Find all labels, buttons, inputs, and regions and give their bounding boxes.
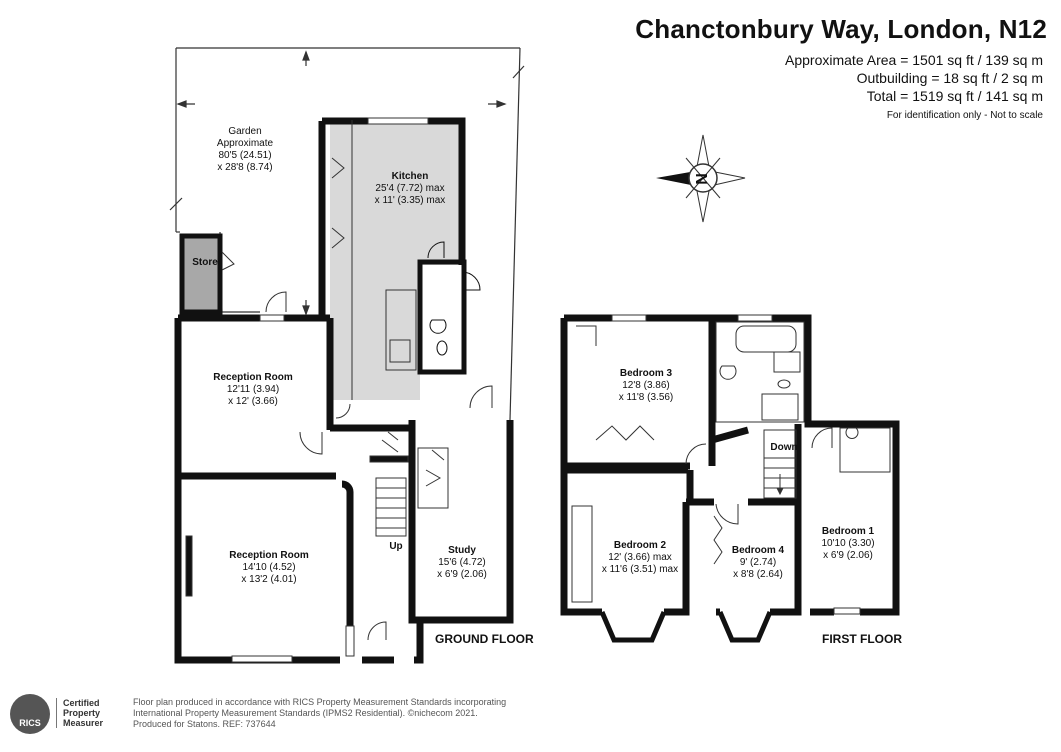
garden-label: Garden Approximate 80'5 (24.51) x 28'8 (… <box>190 126 300 174</box>
study-dim-1: 15'6 (4.72) <box>438 557 486 568</box>
footer-line-3: Produced for Statons. REF: 737644 <box>133 719 276 729</box>
kitchen-area <box>318 117 466 400</box>
bedroom-3-dim-2: x 11'8 (3.56) <box>618 392 674 403</box>
kitchen-dim-1: 25'4 (7.72) max <box>375 183 445 194</box>
first-floor-walls <box>560 314 900 616</box>
bathroom-fittings <box>715 321 891 473</box>
garden-name: Garden <box>228 126 262 137</box>
badge-line-2: Property <box>63 708 101 718</box>
garden-dim-2: x 28'8 (8.74) <box>217 162 273 173</box>
bedroom-2-name: Bedroom 2 <box>613 540 667 551</box>
ground-floor-label: GROUND FLOOR <box>435 632 534 646</box>
study-label: Study 15'6 (4.72) x 6'9 (2.06) <box>420 545 504 581</box>
bedroom-1-label: Bedroom 1 10'10 (3.30) x 6'9 (2.06) <box>806 526 890 562</box>
bedroom-4-label: Bedroom 4 9' (2.74) x 8'8 (2.64) <box>718 545 798 581</box>
bedroom-2-dim-2: x 11'6 (3.51) max <box>601 564 679 575</box>
identification-note: For identification only - Not to scale <box>886 110 1043 121</box>
bedroom-3-name: Bedroom 3 <box>619 368 673 379</box>
wc-area <box>417 241 481 375</box>
reception-1-dim-2: x 12' (3.66) <box>228 396 278 407</box>
reception-1-dim-1: 12'11 (3.94) <box>226 384 280 395</box>
store-label: Store <box>192 257 218 268</box>
bedroom-3-dim-1: 12'8 (3.86) <box>622 380 670 391</box>
reception-1-name: Reception Room <box>213 372 293 383</box>
reception-room-2-label: Reception Room 14'10 (4.52) x 13'2 (4.01… <box>206 550 332 586</box>
rics-logo-text: RICS <box>19 718 41 728</box>
badge-text: Certified Property Measurer <box>56 698 103 728</box>
bedroom-4-dim-1: 9' (2.74) <box>739 557 777 568</box>
reception-2-dim-1: 14'10 (4.52) <box>242 562 296 573</box>
approximate-area: Approximate Area = 1501 sq ft / 139 sq m <box>785 52 1043 68</box>
bedroom-2-label: Bedroom 2 12' (3.66) max x 11'6 (3.51) m… <box>590 540 690 576</box>
rics-certified-badge: RICS Certified Property Measurer <box>10 694 122 734</box>
study-dim-2: x 6'9 (2.06) <box>437 569 487 580</box>
kitchen-name: Kitchen <box>391 171 429 182</box>
reception-room-1-label: Reception Room 12'11 (3.94) x 12' (3.66) <box>190 372 316 408</box>
first-floor-label: FIRST FLOOR <box>822 632 902 646</box>
badge-line-3: Measurer <box>63 718 104 728</box>
garden-approx: Approximate <box>216 138 274 149</box>
store-room <box>179 233 223 315</box>
property-title: Chanctonbury Way, London, N12 <box>635 14 1047 44</box>
bedroom-3-label: Bedroom 3 12'8 (3.86) x 11'8 (3.56) <box>598 368 694 404</box>
garden-dim-1: 80'5 (24.51) <box>218 150 272 161</box>
study-name: Study <box>448 545 476 556</box>
footer-line-1: Floor plan produced in accordance with R… <box>133 697 507 707</box>
bedroom-4-dim-2: x 8'8 (2.64) <box>733 569 783 580</box>
ground-floor-stairs <box>369 431 409 537</box>
kitchen-dim-2: x 11' (3.35) max <box>374 195 446 206</box>
bedroom-4-name: Bedroom 4 <box>731 545 785 556</box>
kitchen-label: Kitchen 25'4 (7.72) max x 11' (3.35) max <box>345 171 475 207</box>
total-area: Total = 1519 sq ft / 141 sq m <box>866 88 1043 104</box>
stairs-down-label: Down <box>770 442 798 453</box>
stairs-up-label: Up <box>389 541 403 552</box>
compass-rose <box>656 134 746 223</box>
footer-disclaimer: Floor plan produced in accordance with R… <box>133 697 506 730</box>
footer-line-2: International Property Measurement Stand… <box>133 708 478 718</box>
bedroom-1-dim-2: x 6'9 (2.06) <box>823 550 873 561</box>
badge-line-1: Certified <box>63 698 100 708</box>
bedroom-1-dim-1: 10'10 (3.30) <box>821 538 875 549</box>
rics-logo-icon: RICS <box>10 694 50 734</box>
first-floor-stairs <box>763 429 797 499</box>
outbuilding-area: Outbuilding = 18 sq ft / 2 sq m <box>856 70 1043 86</box>
reception-2-name: Reception Room <box>229 550 309 561</box>
compass-north-label: N <box>694 173 711 185</box>
bedroom-2-dim-1: 12' (3.66) max <box>608 552 672 563</box>
bedroom-1-name: Bedroom 1 <box>821 526 875 537</box>
reception-2-dim-2: x 13'2 (4.01) <box>241 574 297 585</box>
